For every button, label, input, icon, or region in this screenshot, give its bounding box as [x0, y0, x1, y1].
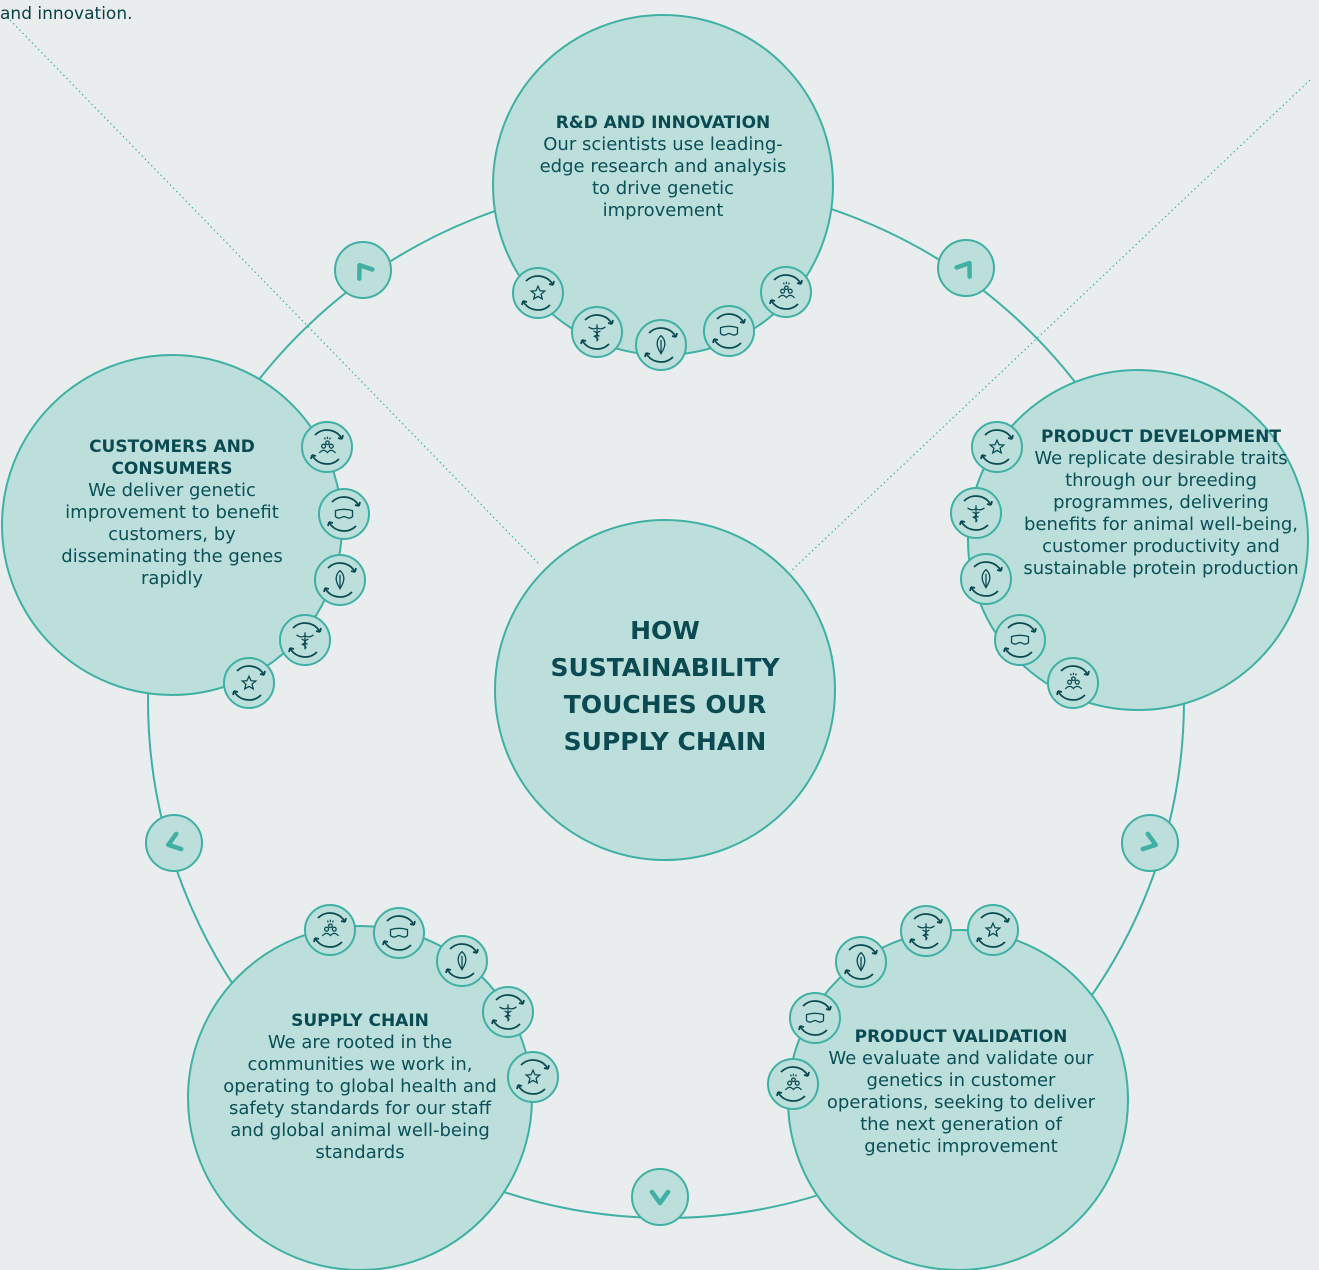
direction-arrow-icon: [145, 814, 203, 872]
stage-description: We evaluate and validate our genetics in…: [826, 1048, 1096, 1157]
stage-sc-caption: SUPPLY CHAIN We are rooted in the commun…: [210, 1010, 510, 1164]
stage-cc-caption: CUSTOMERS AND CONSUMERS We deliver genet…: [56, 436, 288, 590]
stage-description: We deliver genetic improvement to benefi…: [61, 480, 283, 589]
leaf-icon: [314, 554, 366, 606]
people-icon: [301, 421, 353, 473]
connector-lines: [9, 19, 1311, 573]
direction-arrow-icon: [937, 239, 995, 297]
dotted-connector: [9, 19, 541, 566]
goggles-icon: [994, 614, 1046, 666]
direction-arrow-icon: [631, 1168, 689, 1226]
stage-rd-caption: R&D AND INNOVATION Our scientists use le…: [538, 112, 788, 222]
leaf-icon: [436, 935, 488, 987]
stage-circle-pd: [967, 369, 1309, 711]
goggles-icon: [789, 992, 841, 1044]
caduceus-icon: [279, 614, 331, 666]
stage-description: Our scientists use leading-edge research…: [539, 134, 787, 221]
leaf-icon: [635, 319, 687, 371]
goggles-icon: [703, 305, 755, 357]
direction-arrow-icon: [1121, 814, 1179, 872]
people-icon: [1047, 657, 1099, 709]
caduceus-icon: [950, 487, 1002, 539]
caduceus-icon: [482, 986, 534, 1038]
star-icon: [971, 421, 1023, 473]
stage-description: We replicate desirable traits through ou…: [1023, 448, 1299, 579]
star-icon: [223, 657, 275, 709]
star-icon: [967, 904, 1019, 956]
leaf-icon: [960, 553, 1012, 605]
intro-text: and innovation.: [0, 4, 133, 24]
people-icon: [760, 266, 812, 318]
stage-title: SUPPLY CHAIN: [291, 1011, 429, 1031]
stage-title: PRODUCT VALIDATION: [854, 1027, 1068, 1047]
direction-arrow-icon: [334, 241, 392, 299]
people-icon: [304, 904, 356, 956]
caduceus-icon: [900, 905, 952, 957]
stage-title: CUSTOMERS AND CONSUMERS: [89, 437, 255, 479]
stage-title: PRODUCT DEVELOPMENT: [1041, 427, 1281, 447]
goggles-icon: [373, 907, 425, 959]
stage-title: R&D AND INNOVATION: [555, 113, 771, 133]
stage-description: We are rooted in the communities we work…: [223, 1032, 497, 1163]
center-title: HOW SUSTAINABILITY TOUCHES OUR SUPPLY CH…: [550, 616, 780, 756]
leaf-icon: [835, 936, 887, 988]
stage-pv-caption: PRODUCT VALIDATION We evaluate and valid…: [826, 1026, 1096, 1158]
people-icon: [767, 1058, 819, 1110]
goggles-icon: [318, 488, 370, 540]
caduceus-icon: [571, 306, 623, 358]
star-icon: [507, 1051, 559, 1103]
stage-pd-caption: PRODUCT DEVELOPMENT We replicate desirab…: [1018, 426, 1304, 580]
center-circle: [494, 519, 836, 861]
star-icon: [512, 267, 564, 319]
